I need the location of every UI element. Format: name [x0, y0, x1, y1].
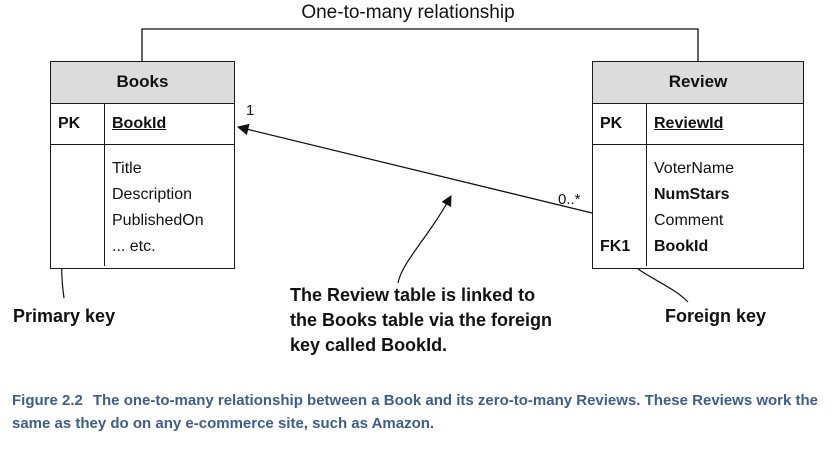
review-pk-field: ReviewId — [654, 115, 724, 132]
review-pk-field-cell: ReviewId — [647, 104, 803, 144]
review-field: BookId — [654, 238, 709, 255]
books-pk-label-cell: PK — [51, 104, 105, 144]
review-key-column: FK1 — [593, 145, 647, 266]
review-field: Comment — [654, 212, 724, 229]
books-field-column: Title Description PublishedOn ... etc. — [105, 145, 234, 266]
books-field: PublishedOn — [112, 212, 204, 229]
books-pk-label: PK — [58, 115, 81, 132]
review-field-column: VoterName NumStars Comment BookId — [647, 145, 803, 266]
figure-number: Figure 2.2 — [12, 392, 83, 409]
books-table-title: Books — [51, 62, 234, 104]
books-field: Title — [112, 160, 142, 177]
relationship-title: One-to-many relationship — [301, 2, 515, 23]
link-note: The Review table is linked to the Books … — [290, 285, 553, 355]
review-table-title: Review — [593, 62, 803, 104]
review-pk-label: PK — [600, 115, 623, 132]
books-pk-field-cell: BookId — [105, 104, 234, 144]
books-table: Books PK BookId Title Description Publis… — [50, 61, 235, 269]
relationship-bracket — [141, 28, 699, 61]
books-field-list: Title Description PublishedOn ... etc. — [112, 156, 204, 260]
books-primary-key-row: PK BookId — [51, 104, 234, 145]
review-field: NumStars — [654, 186, 730, 203]
review-table: Review PK ReviewId FK1 VoterName NumStar… — [592, 61, 804, 269]
books-fields-section: Title Description PublishedOn ... etc. — [51, 145, 234, 266]
review-pk-label-cell: PK — [593, 104, 647, 144]
review-field: VoterName — [654, 160, 735, 177]
caption-text: The one-to-many relationship between a B… — [12, 392, 819, 432]
relationship-line — [236, 123, 593, 214]
books-field: Description — [112, 186, 193, 203]
books-key-column — [51, 145, 105, 266]
foreign-key-annotation: Foreign key — [665, 306, 767, 326]
books-pk-field: BookId — [112, 115, 167, 132]
multiplicity-many: 0..* — [558, 191, 581, 208]
review-fk-label: FK1 — [600, 238, 631, 255]
review-primary-key-row: PK ReviewId — [593, 104, 803, 145]
review-field-list: VoterName NumStars Comment BookId — [654, 156, 734, 260]
multiplicity-one: 1 — [246, 102, 255, 119]
books-field: ... etc. — [112, 238, 156, 255]
primary-key-annotation: Primary key — [13, 306, 116, 326]
review-fields-section: FK1 VoterName NumStars Comment BookId — [593, 145, 803, 266]
link-note-pointer — [397, 195, 452, 284]
